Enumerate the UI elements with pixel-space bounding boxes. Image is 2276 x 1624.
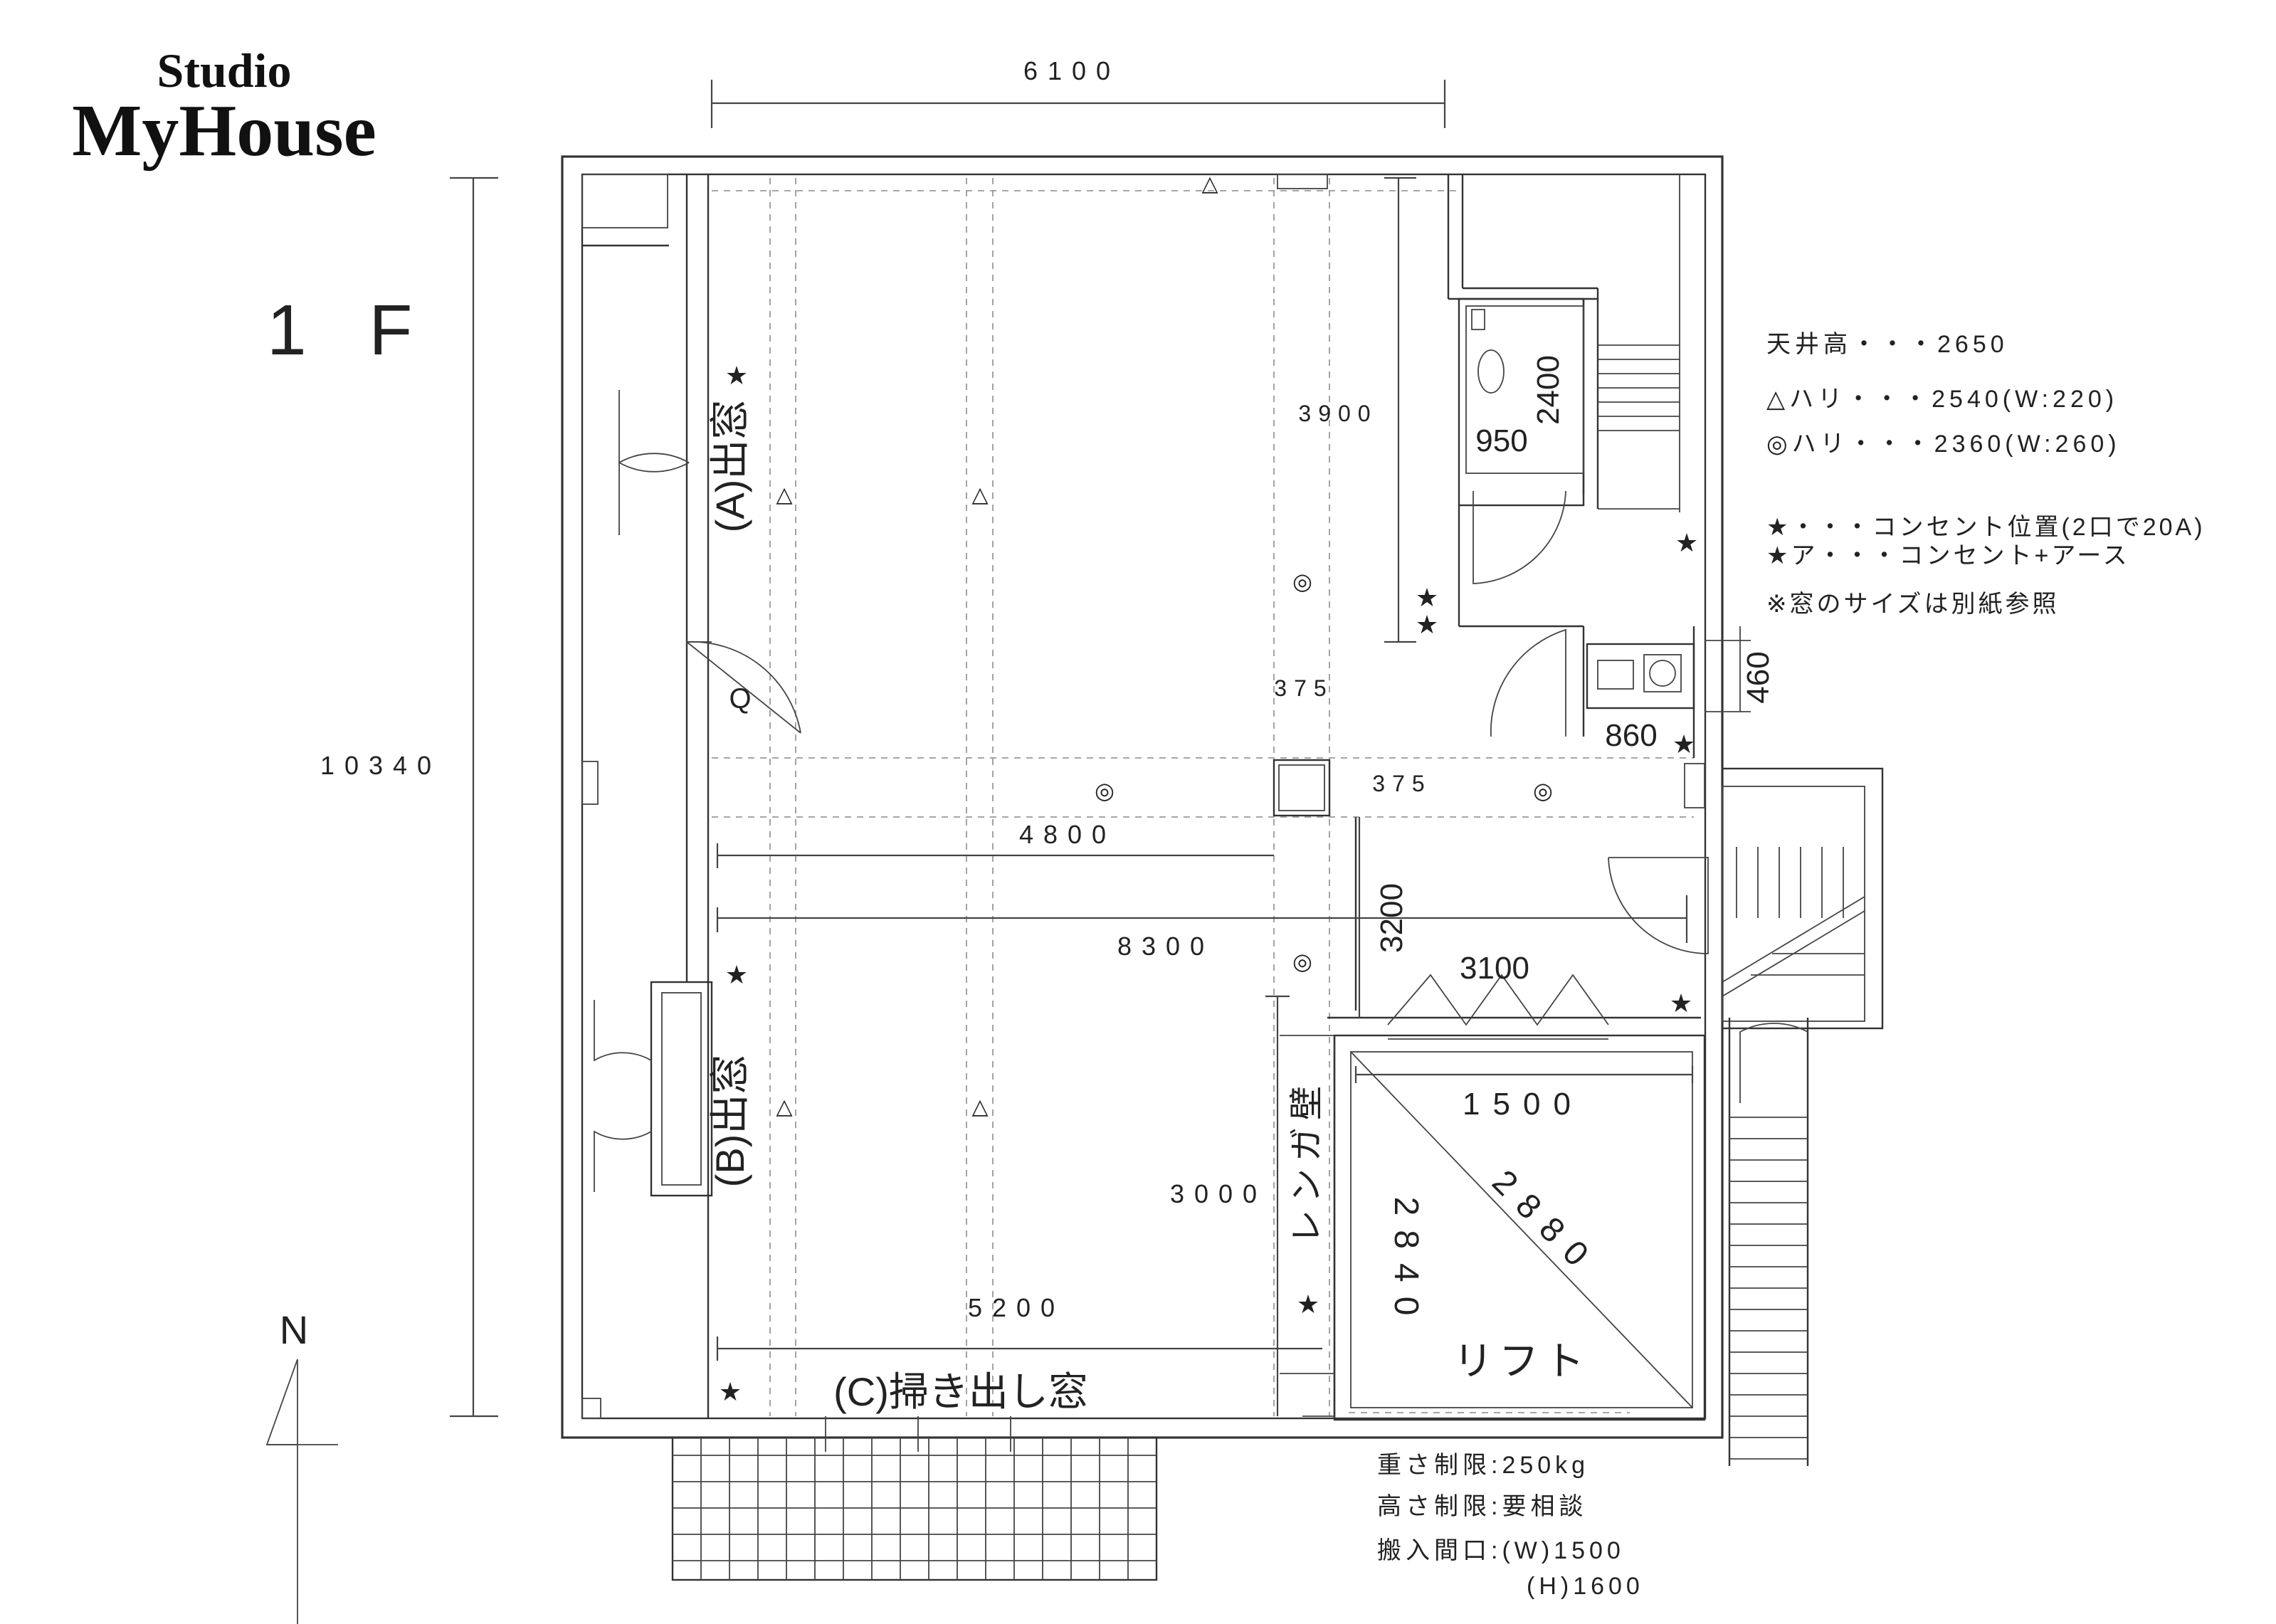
exterior-stairs <box>1608 767 1884 1466</box>
dim-8300: 8300 <box>1117 932 1214 961</box>
outlet-star-icon: ★ <box>1416 610 1438 639</box>
label-window-b: (B)出窓 <box>707 1055 752 1188</box>
beam-circle-icon: ◎ <box>1095 778 1115 803</box>
beam-triangle-icon: △ <box>776 483 792 507</box>
dim-left-height-label: 10340 <box>320 751 441 780</box>
beam-triangle-icons: △ △ △ △ △ <box>776 172 1218 1119</box>
outlet-star-icon: ★ <box>1675 528 1698 557</box>
dim-2840: 2840 <box>1387 1197 1425 1330</box>
legend-beam-circle: ◎ハリ・・・2360(W:260) <box>1766 431 2121 458</box>
dim-375-top: 375 <box>1274 675 1333 701</box>
dim-3900: 3900 <box>1298 401 1377 426</box>
legend-outlet: ★・・・コンセント位置(2口で20A) <box>1766 514 2206 541</box>
lift-info: 重さ制限:250kg 高さ制限:要相談 搬入間口:(W)1500 (H)1600 <box>1377 1452 1644 1600</box>
dim-375-mid: 375 <box>1372 771 1431 796</box>
beam-circle-icons: ◎ ◎ ◎ ◎ <box>1095 569 1553 974</box>
logo-myhouse: MyHouse <box>72 90 376 172</box>
column <box>1273 174 1331 817</box>
label-q: Q <box>729 683 751 715</box>
north-arrow-icon <box>265 1359 338 1624</box>
window-b-doors <box>594 981 713 1197</box>
balcony-grid <box>671 1416 1158 1581</box>
label-lift: リフト <box>1453 1339 1590 1383</box>
dim-3000: 3000 <box>1170 1179 1267 1208</box>
dim-2400: 2400 <box>1531 355 1566 425</box>
legend-outlet-earth: ★ア・・・コンセント+アース <box>1766 542 2130 569</box>
dim-3100: 3100 <box>1460 951 1529 986</box>
legend-window-note: ※窓のサイズは別紙参照 <box>1766 591 2059 618</box>
logo-studio: Studio <box>157 43 292 97</box>
label-window-a: (A)出窓 <box>707 400 752 533</box>
beam-triangle-icon: △ <box>1201 172 1218 196</box>
dim-460: 460 <box>1741 651 1776 703</box>
dim-860: 860 <box>1605 718 1657 753</box>
outlet-star-icon: ★ <box>1297 1290 1319 1319</box>
lift-enclosure <box>1280 817 1706 1421</box>
left-corridor <box>581 174 710 1419</box>
dim-5200: 5200 <box>968 1293 1065 1322</box>
dim-950: 950 <box>1475 423 1527 458</box>
legend-beam-triangle: △ハリ・・・2540(W:220) <box>1766 386 2118 413</box>
lift-opening-w: 搬入間口:(W)1500 <box>1377 1537 1625 1564</box>
beam-triangle-icon: △ <box>776 1095 792 1119</box>
wc-stair-block <box>1447 174 1751 808</box>
interior-dims <box>716 176 1688 1416</box>
outlet-star-icon: ★ <box>1416 583 1438 612</box>
dim-1500: 1500 <box>1463 1087 1584 1122</box>
label-brick-wall: レンガ壁 <box>1288 1079 1326 1244</box>
legend-ceiling: 天井高・・・2650 <box>1766 331 2008 358</box>
lift-weight: 重さ制限:250kg <box>1377 1452 1589 1479</box>
dim-4800: 4800 <box>1019 820 1116 849</box>
floor-label: 1 F <box>267 290 433 370</box>
window-a-doors <box>618 390 801 734</box>
outlet-star-icon: ★ <box>725 361 748 390</box>
outlet-star-icon: ★ <box>1670 988 1692 1018</box>
beam-circle-icon: ◎ <box>1292 949 1312 974</box>
lift-height: 高さ制限:要相談 <box>1377 1493 1587 1520</box>
north-label: N <box>280 1307 308 1352</box>
dim-left-height <box>450 176 498 1418</box>
dim-3200: 3200 <box>1374 883 1409 953</box>
beam-triangle-icon: △ <box>971 1095 988 1119</box>
beam-triangle-icon: △ <box>971 483 988 507</box>
dim-2880: 2880 <box>1485 1163 1606 1284</box>
dim-top-width <box>710 80 1446 128</box>
legend: 天井高・・・2650 △ハリ・・・2540(W:220) ◎ハリ・・・2360(… <box>1766 331 2206 618</box>
label-window-c: (C)掃き出し窓 <box>833 1369 1088 1414</box>
outlet-star-icons: ★ ★ ★ ★ ★ ★ ★ ★ ★ <box>719 361 1698 1406</box>
lift-opening-h: (H)1600 <box>1527 1573 1644 1600</box>
outlet-star-icon: ★ <box>719 1377 742 1406</box>
beam-circle-icon: ◎ <box>1533 778 1553 803</box>
outlet-star-icon: ★ <box>725 960 748 989</box>
outlet-star-icon: ★ <box>1672 729 1695 759</box>
dim-top-width-label: 6100 <box>1023 56 1120 85</box>
beam-circle-icon: ◎ <box>1292 569 1312 594</box>
stair-upper <box>1598 344 1680 431</box>
